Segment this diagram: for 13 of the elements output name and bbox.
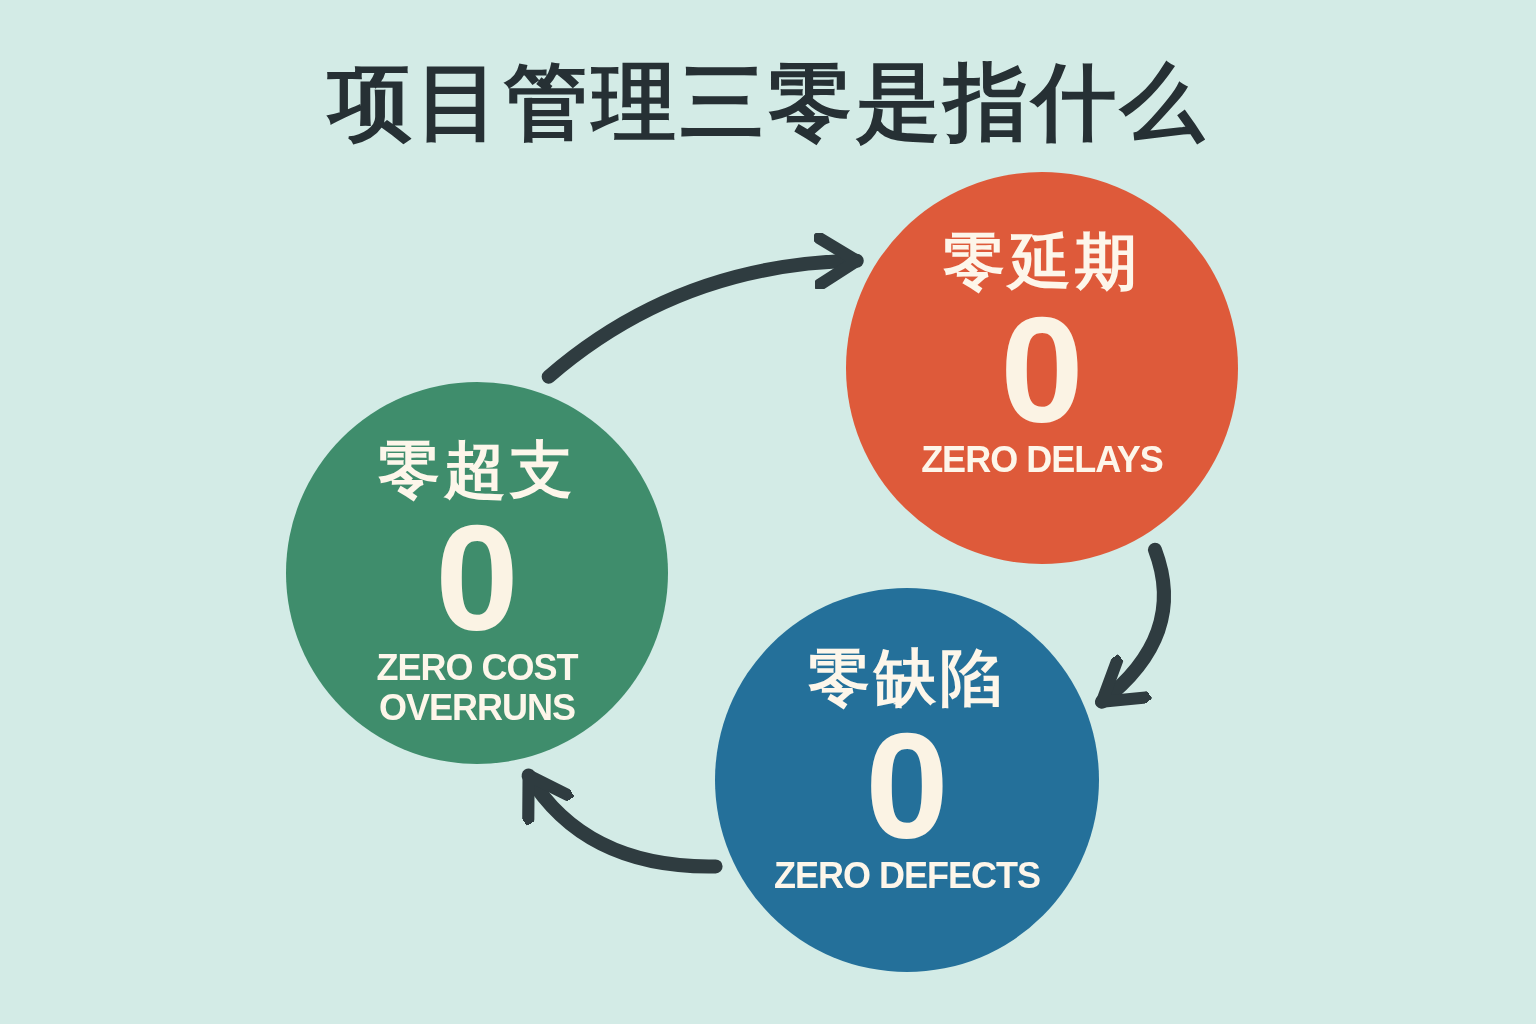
zero-figure: 0 [1000,300,1084,440]
circle-heading: 零超支 [378,432,576,508]
zero-figure: 0 [435,508,519,648]
circle-caption: ZERO DEFECTS [773,856,1041,896]
circle-heading: 零缺陷 [808,640,1006,716]
circle-caption: ZERO DELAYS [920,440,1164,480]
circle-heading: 零延期 [943,224,1141,300]
curved-arrow [521,768,723,874]
circle-caption: ZERO COST OVERRUNS [375,648,579,728]
title: 项目管理三零是指什么 [328,52,1208,152]
curved-arrow [1094,542,1171,709]
zero-figure: 0 [865,716,949,856]
curved-arrow [541,232,864,384]
